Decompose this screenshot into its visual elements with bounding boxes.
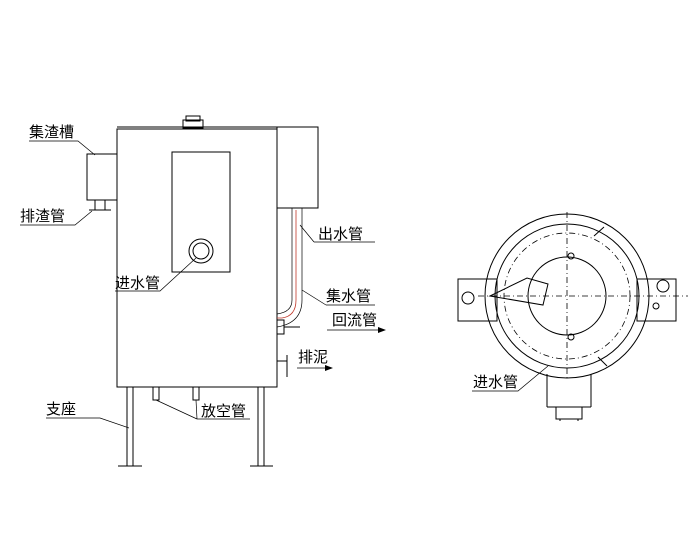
label-return-pipe: 回流管 — [332, 311, 377, 329]
front-elevation — [20, 115, 386, 467]
label-slag-pipe: 排渣管 — [20, 207, 65, 225]
label-sludge-drain: 排泥 — [298, 348, 328, 366]
label-outlet-pipe: 出水管 — [318, 225, 363, 243]
front-leaders — [20, 140, 378, 429]
return-arrow-icon — [378, 327, 386, 333]
inspection-window — [171, 151, 231, 273]
label-support: 支座 — [46, 400, 76, 418]
top-nozzle — [182, 115, 204, 129]
label-inlet-pipe-plan: 进水管 — [473, 373, 518, 391]
vent-pipe — [152, 386, 200, 401]
sludge-arrow-icon — [325, 365, 333, 371]
plan-leader — [472, 365, 549, 392]
collector-column — [276, 126, 319, 328]
label-inlet-pipe-front: 进水管 — [115, 274, 160, 292]
right-lug — [636, 278, 677, 322]
slag-tank — [86, 153, 118, 211]
plan-view — [457, 212, 688, 421]
inlet-nozzle — [188, 238, 214, 264]
label-collector-pipe: 集水管 — [326, 287, 371, 305]
collection-trough — [488, 277, 549, 306]
left-lug — [457, 278, 498, 322]
label-vent-pipe: 放空管 — [201, 402, 246, 420]
label-slag-tank: 集渣槽 — [29, 123, 74, 141]
support-legs — [118, 387, 273, 467]
plan-inlet-nozzle — [546, 374, 592, 421]
return-pipe — [276, 319, 300, 335]
sludge-drain — [277, 355, 288, 377]
